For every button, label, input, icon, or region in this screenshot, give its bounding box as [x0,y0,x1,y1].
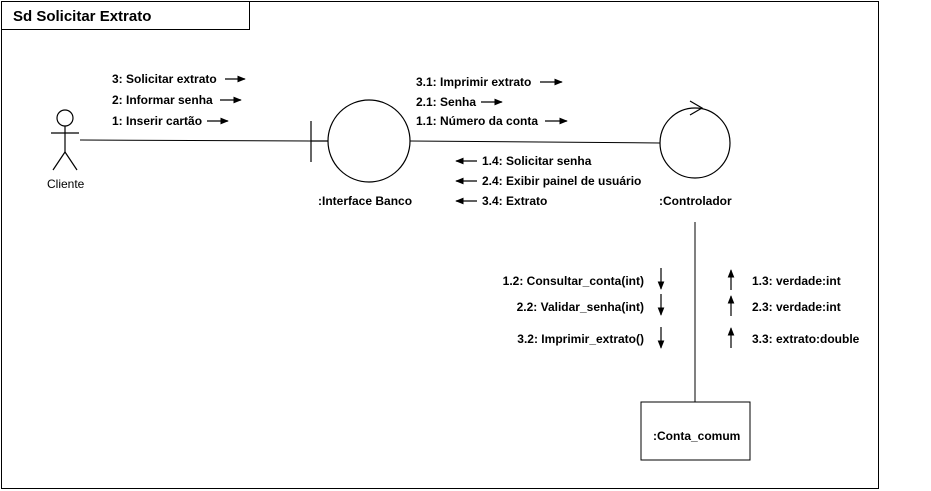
message-label: 2.4: Exibir painel de usuário [482,174,642,188]
diagram-title: Sd Solicitar Extrato [13,8,152,25]
message-label: 2.2: Validar_senha(int) [516,300,644,314]
message-label: 3.2: Imprimir_extrato() [517,332,644,346]
interface-label: :Interface Banco [318,194,413,208]
link-actor-interface [79,139,312,142]
message-label: 1.2: Consultar_conta(int) [502,274,644,288]
message-label: 2.1: Senha [416,95,477,109]
message-label: 1: Inserir cartão [112,114,203,128]
message-label: 1.1: Número da conta [416,114,539,128]
diagram-title-box: Sd Solicitar Extrato [1,1,250,30]
message-label: 1.3: verdade:int [752,274,841,288]
actor-label: Cliente [47,177,85,191]
message-label: 1.4: Solicitar senha [482,154,592,168]
message-label: 3: Solicitar extrato [112,72,217,86]
boundary-interface-icon [310,99,411,183]
diagram-frame [1,1,879,489]
message-label: 2.3: verdade:int [752,300,841,314]
entity-label: :Conta_comum [653,429,741,443]
controller-label: :Controlador [659,194,732,208]
message-label: 2: Informar senha [112,93,213,107]
message-label: 3.3: extrato:double [752,332,860,346]
message-label: 3.1: Imprimir extrato [416,75,532,89]
message-label: 3.4: Extrato [482,194,548,208]
entity-conta-comum-box [640,401,751,461]
control-controlador-icon [659,100,731,179]
link-interface-controller [409,140,661,144]
actor-cliente-icon [51,109,79,171]
